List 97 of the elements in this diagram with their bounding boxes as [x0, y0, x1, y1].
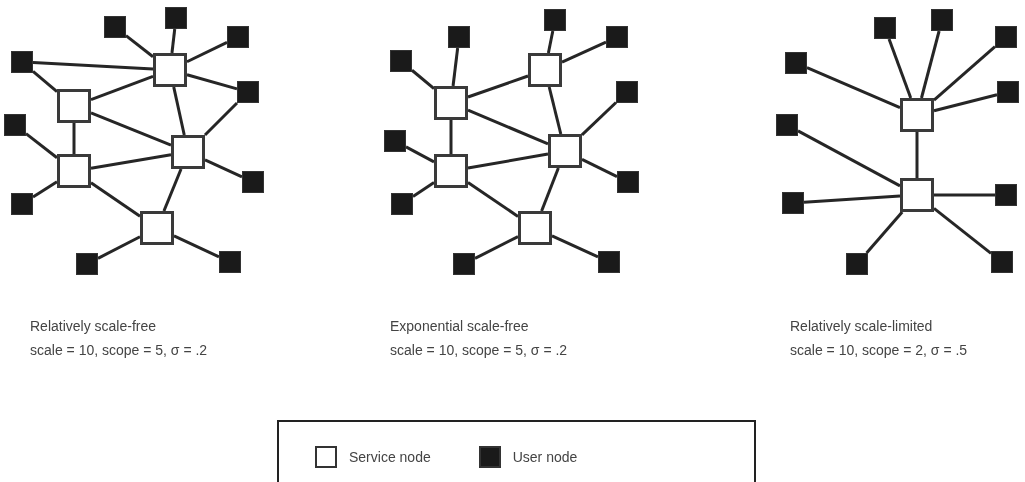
connector-line: [547, 86, 563, 135]
connector-line: [467, 152, 549, 170]
user-node-square: [776, 114, 798, 136]
user-node-square: [453, 253, 475, 275]
connector-line: [32, 70, 58, 93]
user-node-square: [165, 7, 187, 29]
connector-line: [173, 234, 220, 259]
connector-line: [580, 101, 618, 136]
connector-line: [90, 153, 172, 170]
user-node-square: [995, 184, 1017, 206]
connector-line: [203, 101, 239, 137]
user-node-square: [606, 26, 628, 48]
user-node-square: [76, 253, 98, 275]
service-node-square: [171, 135, 205, 169]
service-node-square: [900, 98, 934, 132]
user-node-square: [391, 193, 413, 215]
user-node-square: [931, 9, 953, 31]
user-node-square: [237, 81, 259, 103]
connector-line: [162, 168, 183, 212]
connector-line: [561, 40, 607, 64]
service-node-square: [900, 178, 934, 212]
connector-line: [933, 93, 998, 113]
user-node-square: [782, 192, 804, 214]
parameter-text: scale = 10, scope = 5, σ = .2: [390, 342, 568, 360]
connector-line: [797, 129, 901, 188]
connector-line: [920, 30, 941, 99]
connector-line: [806, 66, 901, 110]
service-node-square: [434, 86, 468, 120]
connector-line: [934, 193, 995, 197]
service-node-square: [153, 53, 187, 87]
network-caption: Relatively scale-free: [30, 318, 157, 336]
parameter-text: scale = 10, scope = 5, σ = .2: [30, 342, 208, 360]
connector-line: [411, 69, 435, 90]
connector-line: [887, 38, 913, 99]
connector-line: [170, 28, 177, 54]
service-node-square: [57, 89, 91, 123]
connector-line: [32, 61, 154, 71]
user-node-square: [11, 193, 33, 215]
connector-line: [186, 73, 238, 91]
connector-line: [933, 207, 992, 255]
connector-line: [467, 108, 549, 146]
user-node-square: [544, 9, 566, 31]
service-node-square: [140, 211, 174, 245]
connector-line: [474, 235, 519, 260]
connector-line: [125, 34, 154, 58]
user-node-square: [997, 81, 1019, 103]
connector-line: [204, 158, 243, 179]
connector-line: [25, 132, 58, 159]
user-node-square: [874, 17, 896, 39]
user-node-square: [242, 171, 264, 193]
connector-line: [97, 235, 141, 260]
user-node-square: [448, 26, 470, 48]
connector-line: [186, 41, 228, 64]
connector-line: [32, 180, 58, 199]
user-node-square: [598, 251, 620, 273]
connector-line: [412, 181, 435, 198]
connector-line: [467, 74, 529, 99]
user-node-square: [227, 26, 249, 48]
user-node-square: [4, 114, 26, 136]
user-node-square: [991, 251, 1013, 273]
user-node-square: [390, 50, 412, 72]
user-node-square: [384, 130, 406, 152]
legend-label: Service node: [349, 447, 431, 467]
user-node-square: [846, 253, 868, 275]
connector-line: [90, 74, 154, 102]
connector-line: [581, 158, 618, 178]
connector-line: [546, 30, 555, 54]
network-caption: Relatively scale-limited: [790, 318, 933, 336]
service-node-square: [434, 154, 468, 188]
user-node-square: [219, 251, 241, 273]
connector-line: [865, 211, 904, 254]
connector-line: [90, 181, 141, 218]
connector-line: [90, 111, 172, 147]
connector-line: [803, 194, 901, 204]
network-caption: Exponential scale-free: [390, 318, 529, 336]
service-node-square: [528, 53, 562, 87]
legend-label: User node: [512, 447, 578, 467]
connector-line: [933, 45, 996, 102]
user-node-square: [616, 81, 638, 103]
connector-line: [172, 86, 186, 136]
service-node-square: [57, 154, 91, 188]
service-node-square: [518, 211, 552, 245]
parameter-text: scale = 10, scope = 2, σ = .5: [790, 342, 968, 360]
service-node-square: [548, 134, 582, 168]
user-node-square: [104, 16, 126, 38]
user-node-square: [617, 171, 639, 193]
connector-line: [915, 132, 919, 178]
connector-line: [72, 123, 76, 154]
user-node-square: [995, 26, 1017, 48]
user-node-square: [785, 52, 807, 74]
connector-line: [540, 167, 560, 212]
connector-line: [405, 145, 435, 164]
user-node-square: [11, 51, 33, 73]
connector-line: [449, 120, 453, 154]
connector-line: [551, 234, 599, 259]
connector-line: [451, 47, 460, 87]
connector-line: [467, 181, 519, 218]
